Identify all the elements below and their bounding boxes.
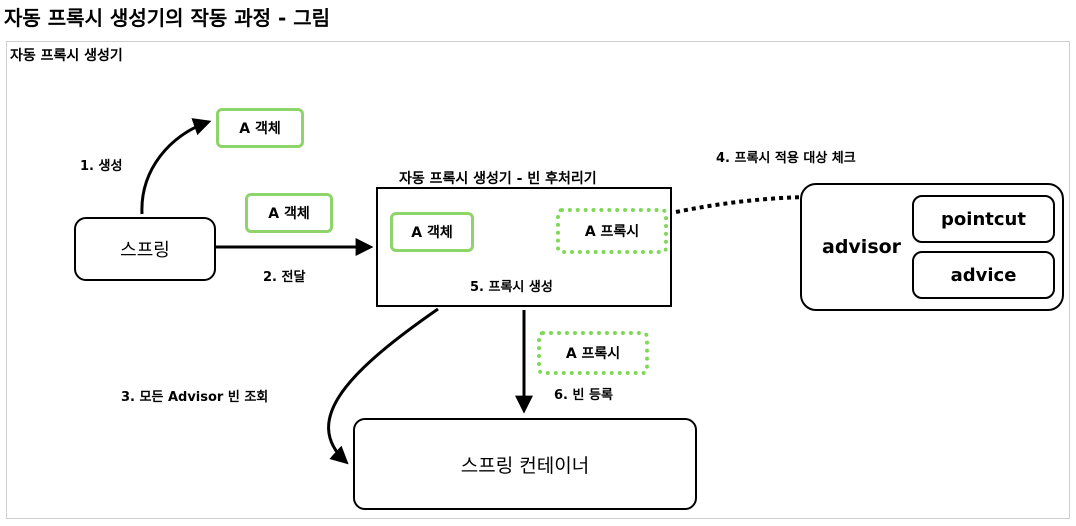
spring-box: 스프링 — [74, 217, 216, 281]
step2-label: 2. 전달 — [263, 270, 306, 285]
step1-label: 1. 생성 — [80, 159, 123, 174]
postprocessor-title: 자동 프록시 생성기 - 빈 후처리기 — [399, 171, 597, 187]
step3-label: 3. 모든 Advisor 빈 조회 — [121, 390, 269, 405]
step6-label: 6. 빈 등록 — [554, 388, 613, 403]
step4-label: 4. 프록시 적용 대상 체크 — [716, 151, 856, 166]
registered-proxy-box: A 프록시 — [537, 331, 649, 375]
object-passed-box: A 객체 — [245, 193, 333, 233]
arrow-step3 — [327, 307, 439, 465]
diagram-frame-title: 자동 프록시 생성기 — [10, 48, 123, 64]
advisor-label: advisor — [822, 236, 902, 258]
arrow-step1 — [140, 118, 212, 215]
container-box: 스프링 컨테이너 — [353, 418, 697, 510]
pp-proxy-box: A 프록시 — [556, 208, 668, 254]
page-title: 자동 프록시 생성기의 작동 과정 - 그림 — [4, 6, 331, 30]
object-created-box: A 객체 — [216, 108, 304, 148]
pp-object-box: A 객체 — [390, 212, 474, 252]
pp-step-label: 5. 프록시 생성 — [470, 280, 553, 295]
pointcut-box: pointcut — [912, 195, 1055, 243]
advice-box: advice — [912, 251, 1055, 299]
diagram-frame — [6, 41, 1070, 519]
